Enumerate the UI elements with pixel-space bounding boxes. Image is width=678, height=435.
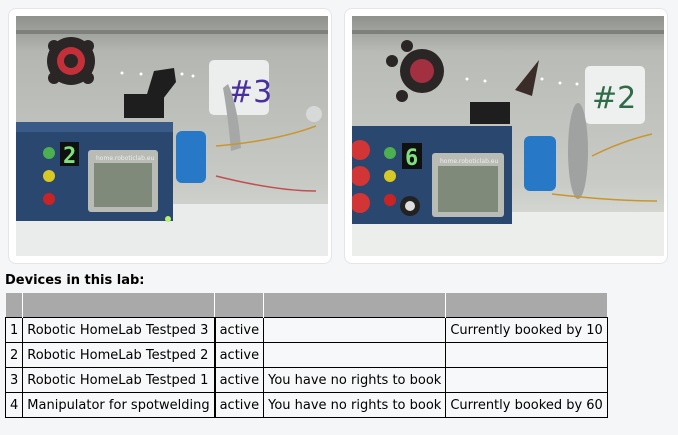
camera-panel-2: #2 home.roboticlab.eu 6 <box>344 8 668 264</box>
device-name[interactable]: Robotic HomeLab Testped 1 <box>22 367 216 393</box>
lab-photo-testped-2: #2 home.roboticlab.eu 6 <box>352 16 664 256</box>
device-index: 1 <box>4 317 24 343</box>
lcd-caption-1: home.roboticlab.eu <box>96 155 154 162</box>
device-name[interactable]: Robotic HomeLab Testped 3 <box>22 317 216 343</box>
header-index <box>5 293 23 318</box>
seven-segment-display-2: 6 <box>405 146 418 171</box>
devices-table: 1 Robotic HomeLab Testped 3 active Curre… <box>4 293 608 418</box>
table-row[interactable]: 4 Manipulator for spotwelding active You… <box>4 392 608 418</box>
header-status <box>214 293 264 318</box>
device-booking: Currently booked by 60 <box>445 392 608 418</box>
device-status: active <box>213 392 265 418</box>
header-booking <box>445 293 608 318</box>
lcd-caption-2: home.roboticlab.eu <box>440 158 498 165</box>
lab-photo-testped-3: #3 home.roboticlab.eu 2 <box>16 16 328 256</box>
device-index: 3 <box>4 367 24 393</box>
device-tag-label-1: #3 <box>228 75 272 110</box>
table-row[interactable]: 1 Robotic HomeLab Testped 3 active Curre… <box>4 317 608 343</box>
seven-segment-display-1: 2 <box>63 144 76 169</box>
device-index: 4 <box>4 392 24 418</box>
table-row[interactable]: 3 Robotic HomeLab Testped 1 active You h… <box>4 367 608 393</box>
device-status: active <box>213 342 265 368</box>
device-rights <box>263 317 447 343</box>
camera-feed-2[interactable]: #2 home.roboticlab.eu 6 <box>352 16 664 256</box>
device-status: active <box>213 367 265 393</box>
device-booking <box>445 367 608 393</box>
device-index: 2 <box>4 342 24 368</box>
device-name[interactable]: Robotic HomeLab Testped 2 <box>22 342 216 368</box>
device-name[interactable]: Manipulator for spotwelding <box>22 392 216 418</box>
device-tag-label-2: #2 <box>592 81 636 116</box>
device-rights: You have no rights to book <box>263 392 447 418</box>
device-status: active <box>213 317 265 343</box>
camera-feed-1[interactable]: #3 home.roboticlab.eu 2 <box>16 16 328 256</box>
table-header-row <box>5 293 608 318</box>
device-booking <box>445 342 608 368</box>
device-rights: You have no rights to book <box>263 367 447 393</box>
table-row[interactable]: 2 Robotic HomeLab Testped 2 active <box>4 342 608 368</box>
device-booking: Currently booked by 10 <box>445 317 608 343</box>
header-name <box>22 293 215 318</box>
devices-section-title: Devices in this lab: <box>5 273 145 288</box>
camera-panel-1: #3 home.roboticlab.eu 2 <box>8 8 332 264</box>
header-rights <box>263 293 446 318</box>
device-rights <box>263 342 447 368</box>
